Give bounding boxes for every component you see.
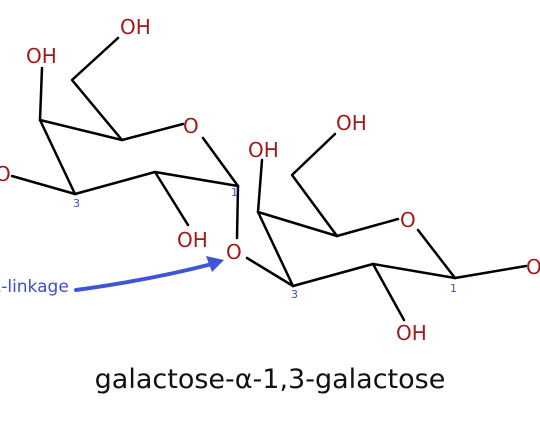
left-c6-hydroxyl: OH xyxy=(120,15,151,39)
right-c6-hydroxyl: OH xyxy=(336,111,367,135)
right-ring-bond-c5-o xyxy=(335,217,400,238)
right-c1-oxygen-partial: O xyxy=(526,255,540,279)
right-ring-bond-c4-c5 xyxy=(256,210,339,238)
left-c3-oxygen-partial: O xyxy=(0,162,11,186)
right-ring-bond-c1-c2 xyxy=(371,262,457,280)
left-c6-bond xyxy=(70,36,124,142)
left-ring-bond-c5-o xyxy=(120,122,185,142)
right-c2-hydroxyl: OH xyxy=(396,321,427,345)
left-ring-bond-c1-c2 xyxy=(153,170,240,188)
right-c6-bond xyxy=(290,132,339,238)
right-substituents xyxy=(245,132,528,322)
glycosidic-bond-c3 xyxy=(245,256,295,288)
linkage-arrow-head xyxy=(206,256,224,272)
linkage-arrow-shaft xyxy=(74,262,214,292)
right-c1-position-label: 1 xyxy=(450,282,457,295)
glycosidic-oxygen: O xyxy=(226,240,242,264)
left-ring-oxygen: O xyxy=(183,114,199,138)
right-c4-hydroxyl: OH xyxy=(248,138,279,162)
diagram-caption: galactose-α-1,3-galactose xyxy=(95,364,446,395)
right-ring-bond-o-c1 xyxy=(416,228,457,280)
right-c3-position-label: 3 xyxy=(291,288,298,301)
left-c4-oh-bond xyxy=(38,66,44,122)
right-c2-oh-bond xyxy=(371,262,406,322)
left-c4-hydroxyl: OH xyxy=(26,44,57,68)
left-ring-bond-c2-c3 xyxy=(73,170,157,196)
left-ring-bond-o-c1 xyxy=(201,136,240,188)
right-ring-bond-c3-c4 xyxy=(256,210,295,288)
left-ring-bond-c4-c5 xyxy=(38,118,124,142)
left-c2-oh-bond xyxy=(153,170,190,227)
left-ring-bond-c3-c4 xyxy=(38,118,77,196)
right-ring-oxygen: O xyxy=(400,208,416,232)
glycosidic-bond-c1 xyxy=(235,184,240,240)
right-ring-bond-c2-c3 xyxy=(291,262,375,288)
left-galactose-ring xyxy=(38,118,240,196)
alpha-linkage-label: α-linkage xyxy=(0,277,69,297)
left-c2-hydroxyl: OH xyxy=(177,228,208,252)
left-c1-position-label: 1 xyxy=(231,186,238,199)
left-substituents xyxy=(10,36,240,240)
left-c3-position-label: 3 xyxy=(73,197,80,210)
right-c1-o-bond xyxy=(453,264,528,280)
right-c4-oh-bond xyxy=(256,158,264,214)
right-galactose-ring xyxy=(256,210,457,288)
left-c3-o-bond xyxy=(10,174,77,196)
